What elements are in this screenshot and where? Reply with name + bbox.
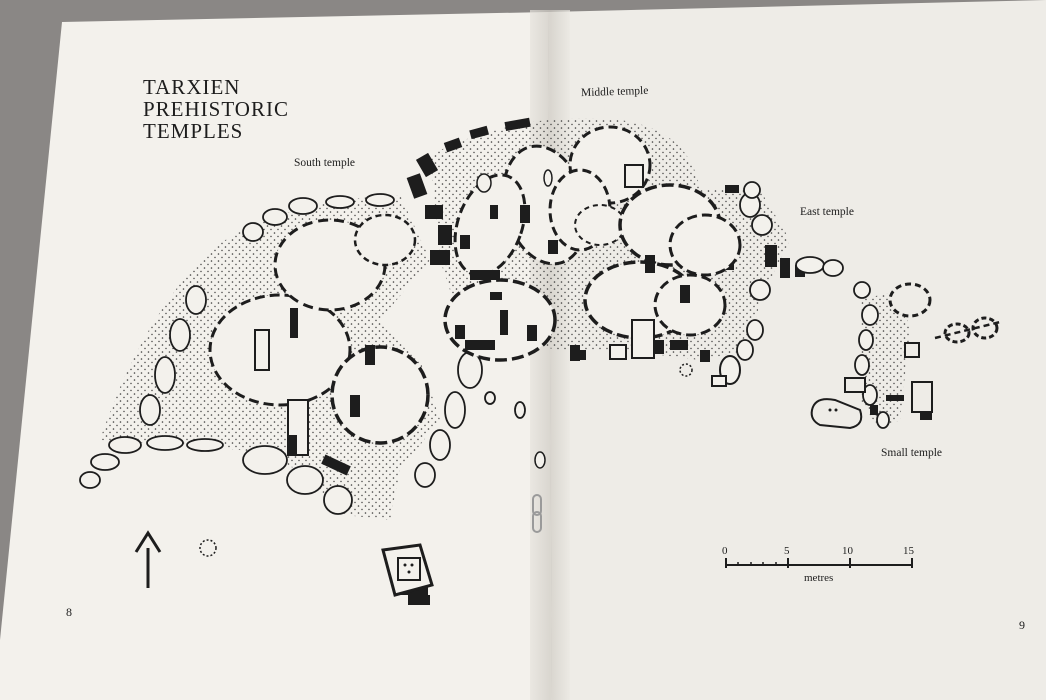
label-south-temple: South temple <box>294 157 356 169</box>
scale-tick-label: 10 <box>842 545 853 557</box>
label-east-temple: East temple <box>800 206 854 218</box>
north-arrow-icon <box>134 530 162 588</box>
small-temple-plan <box>810 282 1001 430</box>
staple-top <box>532 494 542 516</box>
east-outer-wall <box>736 181 890 429</box>
label-small-temple: Small temple <box>881 447 943 459</box>
scale-unit-label: metres <box>804 572 834 584</box>
staple-bottom <box>532 511 542 533</box>
map-title-line: TEMPLES <box>143 119 244 143</box>
scale-tick-label: 5 <box>784 545 790 557</box>
middle-temple-plan <box>443 125 652 362</box>
map-title: TARXIEN PREHISTORIC TEMPLES <box>143 76 333 142</box>
page-number-right: 9 <box>1019 618 1025 632</box>
south-temple-plan <box>208 213 430 476</box>
scale-tick-label: 0 <box>722 545 728 557</box>
scale-bar <box>725 558 913 568</box>
label-middle-temple: Middle temple <box>580 84 649 100</box>
east-temple-plan <box>583 183 742 387</box>
entrance-feature <box>199 451 546 597</box>
south-outer-wall <box>79 193 526 515</box>
gutter-shadow <box>530 10 570 700</box>
scale-tick-label: 15 <box>903 545 914 557</box>
map-title-line: PREHISTORIC <box>143 97 289 121</box>
map-title-line: TARXIEN <box>143 75 241 99</box>
page-number-left: 8 <box>66 605 72 619</box>
